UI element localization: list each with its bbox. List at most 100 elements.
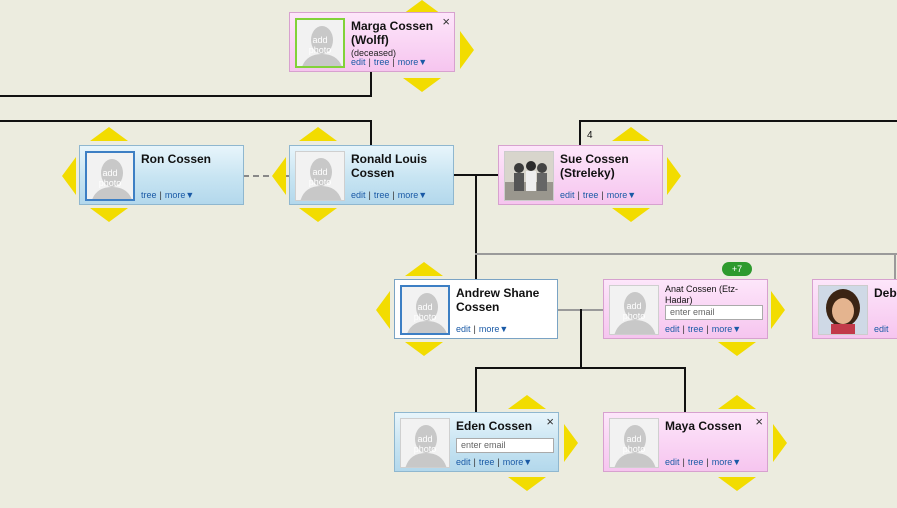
close-icon[interactable]: × <box>546 414 554 429</box>
expand-down-arrow[interactable] <box>718 342 756 356</box>
expand-up-arrow[interactable] <box>90 127 128 141</box>
expand-up-arrow[interactable] <box>405 262 443 276</box>
tree-link[interactable]: tree <box>582 190 599 200</box>
expand-down-arrow[interactable] <box>612 208 650 222</box>
expand-up-arrow[interactable] <box>508 395 546 409</box>
connector-line <box>475 367 477 412</box>
person-name[interactable]: Maya Cossen <box>665 419 742 433</box>
expand-right-arrow[interactable] <box>771 291 785 329</box>
expand-down-arrow[interactable] <box>405 342 443 356</box>
person-name[interactable]: Eden Cossen <box>456 419 533 433</box>
tree-link[interactable]: tree <box>373 57 390 67</box>
email-input[interactable]: enter email <box>665 305 763 320</box>
edit-link[interactable]: edit <box>874 324 889 334</box>
edit-link[interactable]: edit <box>665 457 680 467</box>
edit-link[interactable]: edit <box>456 324 471 334</box>
silhouette-icon <box>300 158 342 200</box>
person-name[interactable]: Andrew Shane Cossen <box>456 286 540 314</box>
expand-right-arrow[interactable] <box>564 424 578 462</box>
edit-link[interactable]: edit <box>560 190 575 200</box>
silhouette-icon <box>614 292 656 334</box>
person-card-sue[interactable]: Sue Cossen (Streleky) edit|tree|more▼ <box>498 145 663 205</box>
more-link[interactable]: more <box>711 324 733 334</box>
silhouette-icon <box>614 425 656 467</box>
more-link[interactable]: more <box>502 457 524 467</box>
close-icon[interactable]: × <box>755 414 763 429</box>
expand-right-arrow[interactable] <box>667 157 681 195</box>
dropdown-icon: ▼ <box>499 324 509 334</box>
card-links: edit <box>874 324 889 334</box>
more-link[interactable]: more <box>606 190 628 200</box>
edit-link[interactable]: edit <box>456 457 471 467</box>
edit-link[interactable]: edit <box>351 190 366 200</box>
expand-up-arrow[interactable] <box>299 127 337 141</box>
person-name[interactable]: Ronald Louis Cossen <box>351 152 427 180</box>
person-name[interactable]: Debl <box>874 286 897 300</box>
person-photo[interactable] <box>504 151 554 201</box>
expand-left-arrow[interactable] <box>62 157 76 195</box>
tree-link[interactable]: tree <box>373 190 390 200</box>
expand-up-arrow[interactable] <box>403 0 441 14</box>
connector-line <box>475 174 477 281</box>
person-photo[interactable] <box>818 285 868 335</box>
more-link[interactable]: more <box>478 324 500 334</box>
person-name[interactable]: Marga Cossen (Wolff) <box>351 19 434 47</box>
expand-down-arrow[interactable] <box>90 208 128 222</box>
connector-line <box>684 367 686 412</box>
expand-down-arrow[interactable] <box>403 78 441 92</box>
sibling-count: 4 <box>587 130 593 141</box>
silhouette-icon <box>302 26 342 66</box>
add-photo-label: add <box>312 35 328 45</box>
person-name[interactable]: Sue Cossen (Streleky) <box>560 152 629 180</box>
more-link[interactable]: more <box>397 57 419 67</box>
edit-link[interactable]: edit <box>665 324 680 334</box>
expand-up-arrow[interactable] <box>718 395 756 409</box>
tree-link[interactable]: tree <box>687 457 704 467</box>
more-link[interactable]: more <box>397 190 419 200</box>
add-photo-label: add <box>312 167 328 177</box>
connector-line <box>0 95 372 97</box>
relatives-count-badge[interactable]: +7 <box>722 262 752 276</box>
add-photo-label: photo <box>98 178 122 188</box>
expand-left-arrow[interactable] <box>272 157 286 195</box>
tree-link[interactable]: tree <box>687 324 704 334</box>
add-photo-label: photo <box>622 444 646 454</box>
card-links: edit|tree|more▼ <box>456 457 533 467</box>
add-photo-label: photo <box>308 45 332 55</box>
tree-link[interactable]: tree <box>478 457 495 467</box>
edit-link[interactable]: edit <box>351 57 366 67</box>
close-icon[interactable]: × <box>442 14 450 29</box>
sibling-connector <box>243 175 289 177</box>
more-link[interactable]: more <box>711 457 733 467</box>
expand-down-arrow[interactable] <box>508 477 546 491</box>
person-name[interactable]: Ron Cossen <box>141 152 212 166</box>
email-input[interactable]: enter email <box>456 438 554 453</box>
expand-left-arrow[interactable] <box>376 291 390 329</box>
person-card-debbie[interactable]: Debl edit <box>812 279 897 339</box>
expand-up-arrow[interactable] <box>612 127 650 141</box>
expand-down-arrow[interactable] <box>299 208 337 222</box>
more-link[interactable]: more <box>164 190 186 200</box>
tree-link[interactable]: tree <box>141 190 157 200</box>
expand-down-arrow[interactable] <box>718 477 756 491</box>
expand-right-arrow[interactable] <box>773 424 787 462</box>
card-links: edit|tree|more▼ <box>665 324 742 334</box>
card-links: edit|tree|more▼ <box>665 457 742 467</box>
expand-right-arrow[interactable] <box>460 31 474 69</box>
person-name[interactable]: Anat Cossen (Etz-Hadar) <box>665 284 739 305</box>
